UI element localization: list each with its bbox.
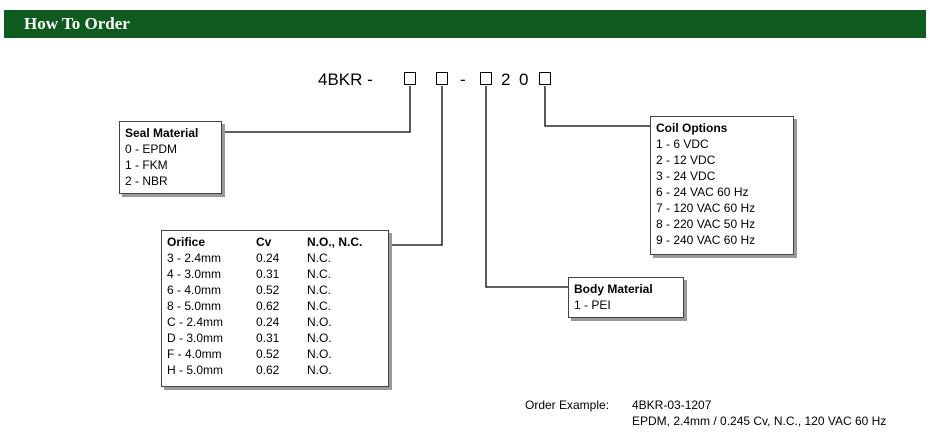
no-nc-cell: N.C. [307, 251, 331, 265]
coil-option: 7 - 120 VAC 60 Hz [656, 201, 756, 215]
coil-connector [544, 86, 650, 127]
body-connector [485, 86, 568, 288]
cv-cell: 0.62 [256, 363, 280, 377]
no-nc-cell: N.C. [307, 283, 331, 297]
seal-material-title: Seal Material [125, 126, 199, 140]
cv-cell: 0.52 [256, 283, 280, 297]
part-number-dash: - [460, 70, 466, 89]
cv-cell: 0.24 [256, 251, 280, 265]
coil-option: 1 - 6 VDC [656, 137, 709, 151]
coil-option: 3 - 24 VDC [656, 169, 716, 183]
orifice-code-box [436, 72, 448, 85]
coil-options-box: Coil Options 1 - 6 VDC 2 - 12 VDC 3 - 24… [650, 116, 794, 255]
part-number-digit-0: 0 [519, 70, 529, 89]
orifice-cell: 4 - 3.0mm [167, 267, 222, 281]
section-title: How To Order [24, 14, 130, 33]
orifice-box: Orifice Cv N.O., N.C. 3 - 2.4mm 0.24 N.C… [161, 230, 389, 387]
body-material-title: Body Material [574, 282, 653, 296]
orifice-cell: 8 - 5.0mm [167, 299, 222, 313]
orifice-cell: 6 - 4.0mm [167, 283, 222, 297]
seal-material-box: Seal Material 0 - EPDM 1 - FKM 2 - NBR [119, 121, 222, 194]
orifice-header: Orifice [167, 235, 206, 249]
body-material-box: Body Material 1 - PEI [568, 277, 684, 318]
cv-header: Cv [256, 235, 272, 249]
seal-connector [222, 86, 411, 133]
part-number-digit-2: 2 [501, 70, 511, 89]
no-nc-header: N.O., N.C. [307, 235, 363, 249]
coil-options-title: Coil Options [656, 121, 728, 135]
body-option: 1 - PEI [574, 298, 611, 312]
cv-cell: 0.52 [256, 347, 280, 361]
cv-cell: 0.31 [256, 267, 280, 281]
no-nc-cell: N.O. [307, 315, 332, 329]
coil-option: 6 - 24 VAC 60 Hz [656, 185, 749, 199]
orifice-table: Orifice Cv N.O., N.C. 3 - 2.4mm 0.24 N.C… [167, 234, 383, 378]
cv-cell: 0.62 [256, 299, 280, 313]
coil-code-box [539, 72, 551, 85]
no-nc-cell: N.O. [307, 347, 332, 361]
no-nc-cell: N.O. [307, 331, 332, 345]
seal-option: 0 - EPDM [125, 142, 178, 156]
no-nc-cell: N.C. [307, 299, 331, 313]
seal-option: 2 - NBR [125, 174, 168, 188]
orifice-cell: H - 5.0mm [167, 363, 224, 377]
order-example-code: 4BKR-03-1207 [632, 398, 712, 412]
coil-option: 8 - 220 VAC 50 Hz [656, 217, 756, 231]
seal-code-box [404, 72, 416, 85]
no-nc-cell: N.O. [307, 363, 332, 377]
orifice-cell: 3 - 2.4mm [167, 251, 222, 265]
body-code-box [480, 72, 492, 85]
cv-cell: 0.24 [256, 315, 280, 329]
cv-cell: 0.31 [256, 331, 280, 345]
orifice-cell: C - 2.4mm [167, 315, 224, 329]
orifice-connector [389, 86, 443, 246]
order-example-label: Order Example: [525, 398, 610, 412]
order-example-description: EPDM, 2.4mm / 0.245 Cv, N.C., 120 VAC 60… [632, 414, 887, 428]
part-number-prefix: 4BKR - [318, 70, 373, 89]
coil-option: 2 - 12 VDC [656, 153, 716, 167]
orifice-cell: F - 4.0mm [167, 347, 222, 361]
orifice-cell: D - 3.0mm [167, 331, 224, 345]
seal-option: 1 - FKM [125, 158, 168, 172]
section-header: How To Order [4, 10, 926, 38]
no-nc-cell: N.C. [307, 267, 331, 281]
coil-option: 9 - 240 VAC 60 Hz [656, 233, 756, 247]
